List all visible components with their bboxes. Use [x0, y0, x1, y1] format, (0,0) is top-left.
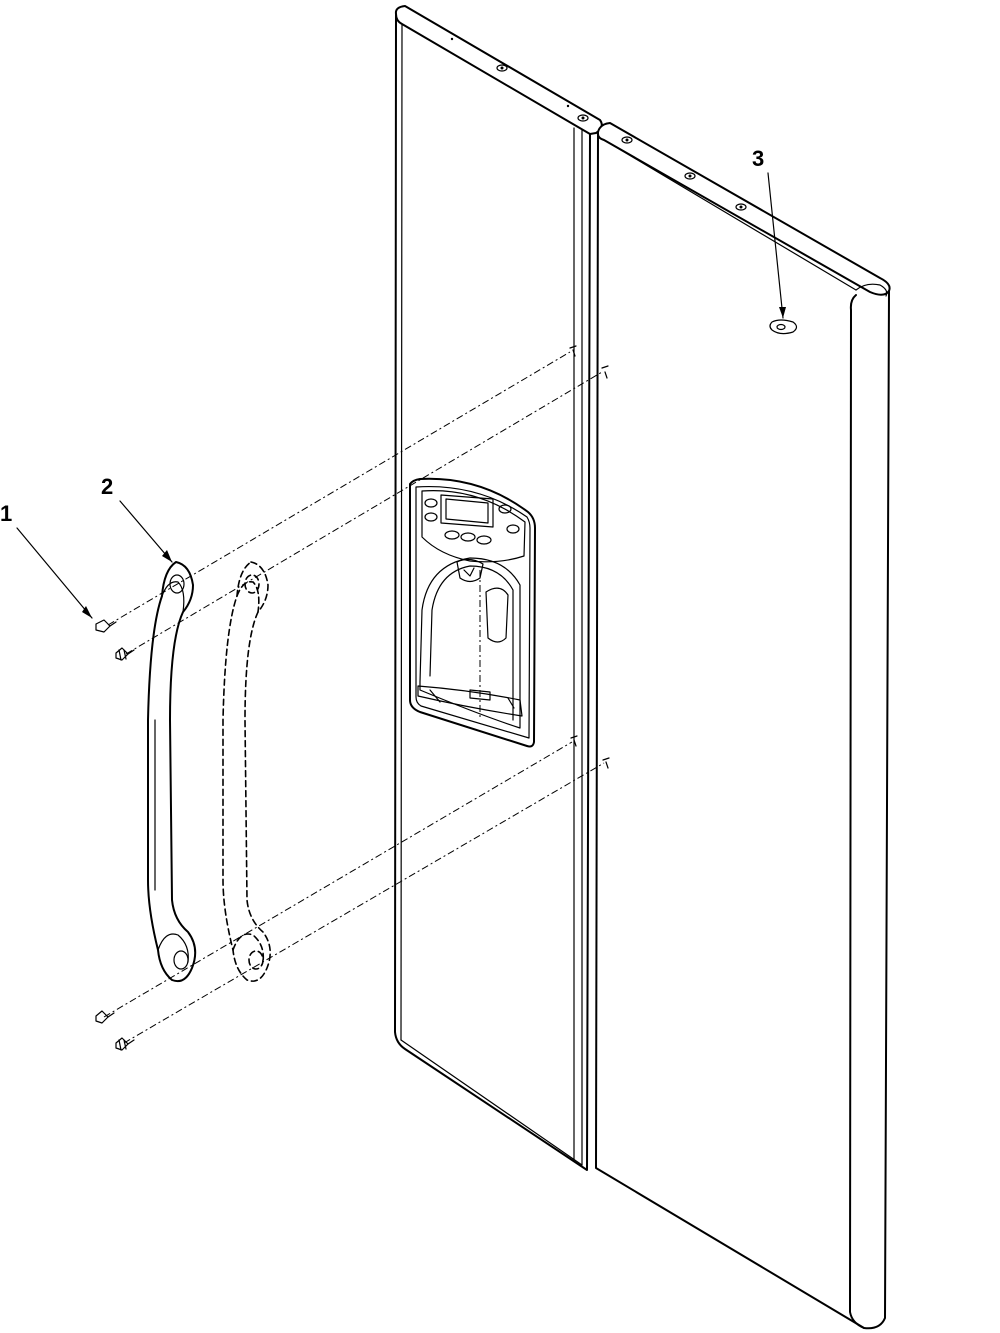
handle-mount-studs — [569, 345, 610, 769]
dispenser-frame — [409, 477, 536, 748]
dispenser-button-icon — [424, 512, 438, 522]
screws-part-1 — [95, 619, 135, 1051]
dispenser-control-panel — [421, 489, 526, 563]
handle-body — [147, 561, 197, 983]
callout-1: 1 — [0, 501, 93, 619]
fresh-food-door — [595, 122, 891, 1330]
dispenser-cavity — [419, 557, 521, 729]
freezer-door — [394, 5, 603, 1171]
door-handle-part-2 — [147, 561, 197, 983]
dispenser-button-icon — [460, 532, 476, 542]
screw-icon — [115, 647, 135, 661]
door-handle-hidden-outline — [222, 561, 271, 982]
screw-icon — [95, 1010, 115, 1024]
callout-1-label: 1 — [0, 501, 12, 526]
dispenser-button-icon — [498, 504, 512, 514]
screw-icon — [115, 1037, 135, 1051]
callout-2: 2 — [101, 474, 173, 563]
dispenser-button-icon — [444, 530, 460, 540]
fresh-food-door-top — [596, 122, 891, 296]
fresh-food-door-front — [595, 131, 890, 1330]
dispenser-button-icon — [506, 524, 520, 534]
callout-2-label: 2 — [101, 474, 113, 499]
assembly-lines — [103, 351, 605, 1044]
callout-3-label: 3 — [752, 146, 764, 171]
door-badge-part-3 — [769, 319, 798, 335]
dispenser-nozzle — [456, 558, 484, 583]
dispenser-button-icon — [476, 535, 492, 545]
dispenser-drip-tray — [417, 685, 523, 717]
callout-3: 3 — [752, 146, 786, 319]
freezer-door-front — [394, 13, 591, 1171]
dispenser-display — [440, 494, 494, 528]
dispenser-button-icon — [424, 498, 438, 508]
dispenser-paddle — [485, 587, 509, 643]
screw-icon — [95, 619, 117, 633]
water-ice-dispenser — [409, 477, 536, 748]
